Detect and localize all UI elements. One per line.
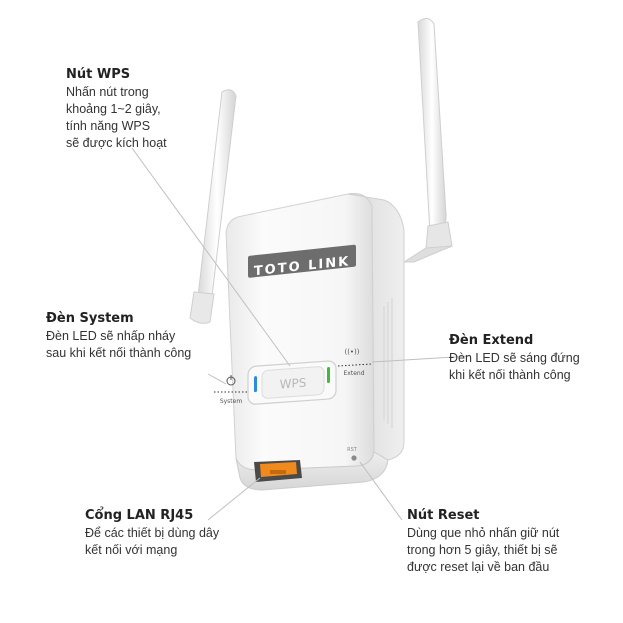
system-indicator: System	[220, 375, 243, 405]
wps-leader-line	[131, 147, 291, 367]
reset-leader-line	[359, 461, 403, 521]
callout-lan-desc: Để các thiết bị dùng dây kết nối với mạn…	[85, 526, 220, 557]
lan-leader-line	[207, 477, 261, 521]
system-leader-line	[207, 373, 227, 385]
left-antenna	[189, 89, 237, 324]
callout-wps-title: Nút WPS	[66, 67, 131, 82]
callout-lan-title: Cổng LAN RJ45	[85, 508, 194, 523]
callout-reset-desc: Dùng que nhỏ nhấn giữ nút trong hơn 5 gi…	[407, 526, 560, 574]
reset-label: RST	[347, 447, 358, 453]
right-antenna	[402, 18, 453, 263]
callout-system-title: Đèn System	[46, 311, 134, 326]
side-vents	[383, 298, 393, 428]
callout-wps-desc: Nhấn nút trong khoảng 1~2 giây, tính năn…	[66, 85, 167, 150]
wps-button[interactable]	[261, 366, 325, 399]
device-bottom	[235, 451, 389, 491]
extend-indicator: ((•)) Extend	[344, 348, 365, 377]
callout-reset-title: Nút Reset	[407, 508, 480, 523]
reset-hole: RST	[347, 447, 358, 461]
extend-led	[327, 367, 330, 384]
wps-label: WPS	[280, 376, 307, 392]
callout-lan: Cổng LAN RJ45 Để các thiết bị dùng dây k…	[85, 508, 265, 559]
extend-leader-line	[371, 355, 471, 363]
system-label: System	[220, 398, 243, 405]
callout-extend-title: Đèn Extend	[449, 333, 534, 348]
callout-wps: Nút WPS Nhấn nút trong khoảng 1~2 giây, …	[66, 67, 216, 152]
extend-label: Extend	[344, 370, 365, 377]
extend-wave-icon: ((•))	[344, 348, 359, 356]
dotted-marks	[214, 363, 373, 393]
device-front	[225, 193, 375, 471]
system-led	[254, 376, 257, 393]
callout-reset: Nút Reset Dùng que nhỏ nhấn giữ nút tron…	[407, 508, 607, 576]
lan-port	[254, 460, 302, 482]
callout-extend: Đèn Extend Đèn LED sẽ sáng đứng khi kết …	[449, 333, 619, 384]
wps-panel: WPS	[247, 360, 337, 405]
callout-extend-desc: Đèn LED sẽ sáng đứng khi kết nối thành c…	[449, 351, 580, 382]
callout-system-desc: Đèn LED sẽ nhấp nháy sau khi kết nối thà…	[46, 329, 192, 360]
callout-system: Đèn System Đèn LED sẽ nhấp nháy sau khi …	[46, 311, 216, 362]
leader-lines	[131, 147, 471, 521]
